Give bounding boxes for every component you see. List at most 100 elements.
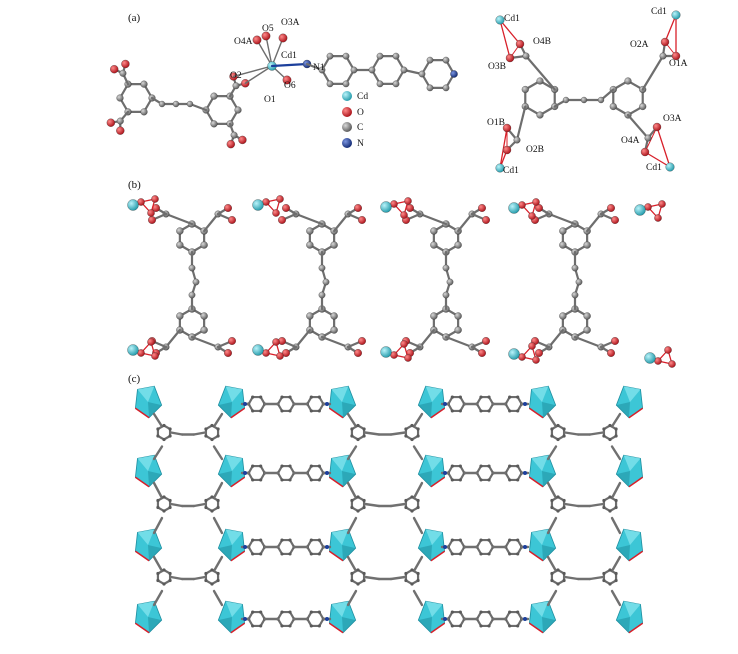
bond xyxy=(586,212,603,233)
carbon-atom xyxy=(210,509,214,513)
oxygen-edge xyxy=(230,476,246,488)
bond xyxy=(190,335,220,349)
benzene-ring xyxy=(504,464,523,482)
carbon-atom xyxy=(516,395,520,399)
benzene-ring xyxy=(404,568,420,586)
oxygen-edge xyxy=(328,476,344,488)
carbon-atom xyxy=(644,134,652,142)
carbon-atom xyxy=(210,92,218,100)
carbon-atom xyxy=(280,610,284,614)
carbon-atom xyxy=(156,505,160,510)
polyhedron-face xyxy=(425,386,443,402)
carbon-atom xyxy=(317,478,321,482)
carbon-atom xyxy=(172,100,180,108)
carbon-atom xyxy=(602,578,606,583)
benzene-ring xyxy=(475,538,495,556)
bond xyxy=(412,589,424,607)
carbon-atom xyxy=(416,571,420,576)
polyhedron-face xyxy=(137,455,155,471)
carbon-atom xyxy=(442,291,450,299)
chelate-ring xyxy=(520,344,537,361)
carbon-atom xyxy=(430,241,438,249)
carbon-atom xyxy=(608,568,612,572)
bond xyxy=(271,37,284,67)
polyhedron-face xyxy=(542,471,556,487)
polyhedron-face xyxy=(148,471,162,487)
carbon-atom xyxy=(602,434,606,438)
oxygen-atom xyxy=(528,342,536,350)
polyhedron-face xyxy=(531,386,549,402)
carbon-atom xyxy=(562,434,566,438)
oxygen-atom xyxy=(668,360,676,368)
bond xyxy=(212,516,224,535)
oxygen-atom xyxy=(532,356,540,364)
carbon-atom xyxy=(583,312,591,320)
carbon-atom xyxy=(350,505,354,510)
oxygen-atom xyxy=(664,346,672,354)
carbon-atom xyxy=(559,241,567,249)
oxygen-edge xyxy=(628,622,644,634)
bond xyxy=(192,431,207,436)
carbon-atom xyxy=(450,624,454,628)
carbon-atom xyxy=(342,52,350,60)
carbon-atom xyxy=(454,312,462,320)
bond xyxy=(610,412,622,428)
bond xyxy=(412,445,424,461)
carbon-atom xyxy=(259,464,263,468)
oxygen-edge xyxy=(628,476,644,488)
benzene-ring xyxy=(475,395,495,413)
oxygen-atom xyxy=(110,65,119,74)
carbon-atom xyxy=(562,578,566,583)
carbon-atom xyxy=(186,100,194,108)
atom-label: O1 xyxy=(264,95,276,105)
atom-label: O4A xyxy=(621,136,640,146)
bond xyxy=(212,412,224,428)
carbon-atom xyxy=(204,498,208,503)
nitrogen-atom xyxy=(243,471,247,475)
benzene-ring xyxy=(504,538,523,556)
carbon-atom xyxy=(330,326,338,334)
bond xyxy=(212,445,224,461)
benzene-ring xyxy=(475,610,495,628)
carbon-atom xyxy=(536,77,544,85)
carbon-atom xyxy=(356,423,360,428)
bond xyxy=(270,62,309,68)
benzene-ring xyxy=(602,495,618,513)
carbon-atom xyxy=(162,495,166,499)
bond xyxy=(389,502,407,508)
carbon-atom xyxy=(156,571,160,576)
bond xyxy=(389,431,407,436)
bond xyxy=(192,502,207,508)
chelate-ring xyxy=(392,200,409,217)
bond xyxy=(546,589,558,607)
oxygen-atom xyxy=(354,349,362,357)
benzene-ring xyxy=(306,464,325,482)
bond xyxy=(412,481,424,500)
carbon-atom xyxy=(556,509,560,513)
carbon-atom xyxy=(508,538,512,542)
carbon-atom xyxy=(326,80,334,88)
atom-legend: Cd O C N xyxy=(342,91,368,149)
benzene-ring xyxy=(404,495,420,513)
bond xyxy=(164,328,181,349)
benzene-ring xyxy=(276,610,296,628)
polyhedron-face xyxy=(623,529,641,545)
carbon-atom xyxy=(508,478,512,482)
carbon-atom xyxy=(608,423,612,428)
carbon-atom xyxy=(450,610,454,614)
carbon-atom xyxy=(614,427,618,431)
legend-swatch-c xyxy=(342,122,352,132)
polyhedron-face xyxy=(425,455,443,471)
carbon-atom xyxy=(562,427,566,431)
carbon-atom xyxy=(410,495,414,499)
bond xyxy=(563,575,580,581)
carbon-atom xyxy=(168,578,172,583)
benzene-ring xyxy=(447,538,466,556)
carbon-atom xyxy=(176,241,184,249)
nitrogen-atom xyxy=(443,471,447,475)
bond xyxy=(212,555,224,573)
carbon-atom xyxy=(188,264,196,272)
carbon-atom xyxy=(430,227,438,235)
carbon-atom xyxy=(204,434,208,438)
carbon-atom xyxy=(479,409,483,413)
